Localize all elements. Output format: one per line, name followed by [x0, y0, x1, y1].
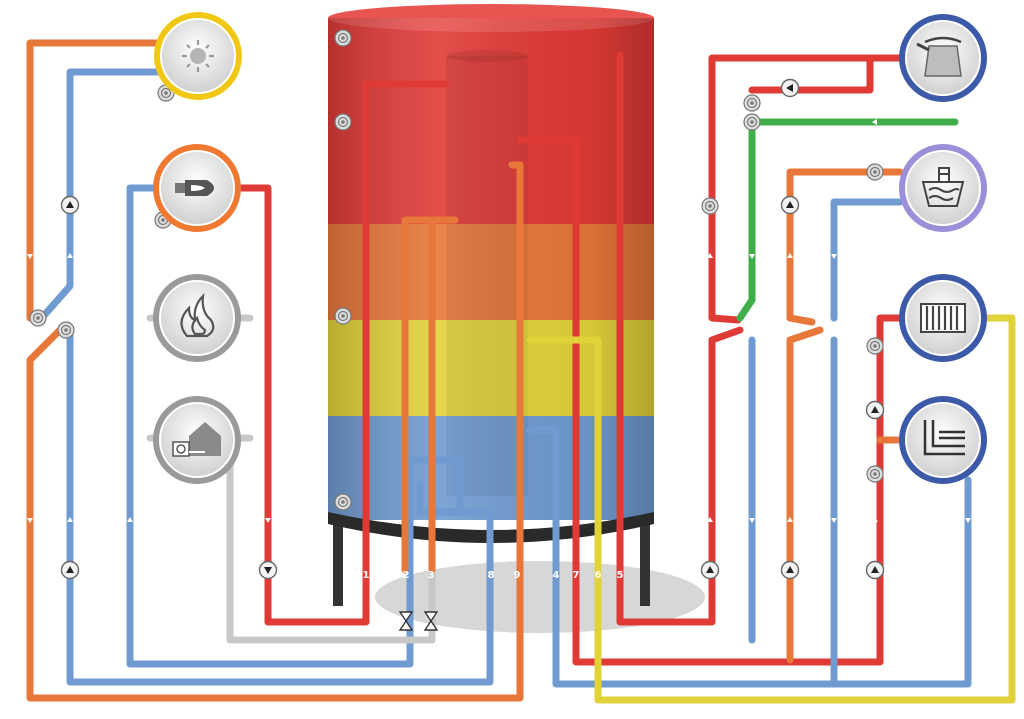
pipe-solar-lower-flow: [26, 161, 524, 702]
pipe-hot-water-return-upper: [748, 54, 874, 94]
pump-icon: [780, 195, 800, 215]
connection-label: 1: [363, 570, 370, 581]
pump-icon: [258, 560, 278, 580]
temperature-sensor-icon: [334, 307, 352, 325]
flame-icon: [180, 292, 215, 338]
connection-label: 6: [595, 570, 602, 581]
pipe-radiator-flow: [572, 314, 916, 666]
flow-arrow-icon: [831, 254, 837, 259]
temperature-sensor-icon: [29, 309, 47, 327]
consumer-radiator[interactable]: [899, 274, 987, 362]
pump-icon: [700, 560, 720, 580]
water-kettle-icon: [916, 36, 962, 77]
connection-label: 9: [514, 570, 521, 581]
flow-arrow-icon: [265, 518, 271, 523]
flow-arrow-icon: [872, 119, 877, 125]
flow-direction-arrows: [27, 119, 971, 523]
flow-arrow-icon: [127, 517, 133, 522]
pipe-network: [26, 39, 1016, 704]
flow-arrow-icon: [27, 518, 33, 523]
pipe-internal-2: [401, 216, 434, 574]
pipe-solar-flow: [26, 39, 164, 322]
connection-label: 8: [488, 570, 495, 581]
source-boiler[interactable]: [153, 144, 241, 232]
pipe-internal-7: [516, 136, 580, 579]
connection-label: 7: [573, 570, 580, 581]
stratification-column: [446, 56, 528, 496]
connection-label: 5: [617, 570, 624, 581]
temperature-sensor-icon: [866, 465, 884, 483]
temperature-sensor-icon: [743, 113, 761, 131]
flow-arrow-icon: [749, 518, 755, 523]
consumer-hot-water[interactable]: [899, 14, 987, 102]
pipe-boiler-return: [126, 184, 464, 668]
oil-burner-icon: [175, 180, 214, 196]
shutoff-valves: [398, 611, 439, 631]
flow-arrow-icon: [787, 517, 793, 522]
pipe-pool-lower: [786, 326, 824, 664]
swimming-pool-icon: [921, 167, 965, 207]
pump-icon: [60, 195, 80, 215]
consumer-floor-heating[interactable]: [899, 396, 987, 484]
pipe-solar-return: [36, 68, 164, 324]
pump-icon: [60, 560, 80, 580]
connection-label: 4: [553, 570, 560, 581]
consumer-pool[interactable]: [899, 144, 987, 232]
temperature-sensors: [29, 29, 884, 511]
flow-arrow-icon: [872, 517, 878, 522]
floor-heating-icon: [923, 420, 965, 456]
pipe-pool-return: [830, 198, 904, 322]
flow-arrow-icon: [27, 254, 33, 259]
source-solar[interactable]: [154, 12, 242, 100]
pipe-boiler-flow: [216, 80, 450, 626]
pump-icon: [780, 78, 800, 98]
pipe-solar-lower-return: [66, 326, 494, 686]
pump-icon: [780, 560, 800, 580]
temperature-sensor-icon: [57, 321, 75, 339]
radiator-icon: [920, 303, 966, 333]
circulation-pumps: [60, 78, 885, 580]
source-wood-stove[interactable]: [153, 274, 241, 362]
pipe-consumer-cold-return: [552, 476, 972, 688]
pump-icon: [865, 560, 885, 580]
flow-arrow-icon: [67, 517, 73, 522]
tank-legs: [333, 520, 650, 606]
pipe-cold-water-inlet: [736, 118, 959, 322]
connection-label: 3: [428, 570, 435, 581]
tank-connection-labels: 1 10 2 3 8 9 4 7 6 5: [363, 570, 624, 581]
temperature-sensor-icon: [701, 197, 719, 215]
temperature-sensor-icon: [866, 337, 884, 355]
pipe-floor-return: [594, 314, 1016, 704]
pump-icon: [865, 400, 885, 420]
house-heat-pump-icon: [172, 422, 221, 457]
flow-arrow-icon: [965, 518, 971, 523]
sun-icon: [182, 40, 214, 72]
source-heat-pump[interactable]: [153, 396, 241, 484]
pipe-internal-4: [526, 426, 560, 584]
pipe-pool-flow: [786, 168, 904, 326]
pipe-hot-water-flow: [708, 54, 904, 324]
flow-arrow-icon: [749, 254, 755, 259]
pipe-hot-water-return: [616, 326, 744, 626]
flow-arrow-icon: [707, 517, 713, 522]
connection-label: 2: [403, 570, 410, 581]
flow-arrow-icon: [831, 518, 837, 523]
pipe-heat-pump: [226, 436, 436, 644]
temperature-sensor-icon: [743, 94, 761, 112]
flow-arrow-icon: [787, 253, 793, 258]
temperature-sensor-icon: [334, 493, 352, 511]
temperature-sensor-icon: [334, 29, 352, 47]
flow-arrow-icon: [707, 253, 713, 258]
connection-label: 10: [379, 570, 393, 581]
temperature-sensor-icon: [334, 113, 352, 131]
flow-arrow-icon: [67, 253, 73, 258]
temperature-sensor-icon: [866, 163, 884, 181]
pipe-internal-6: [526, 336, 602, 584]
